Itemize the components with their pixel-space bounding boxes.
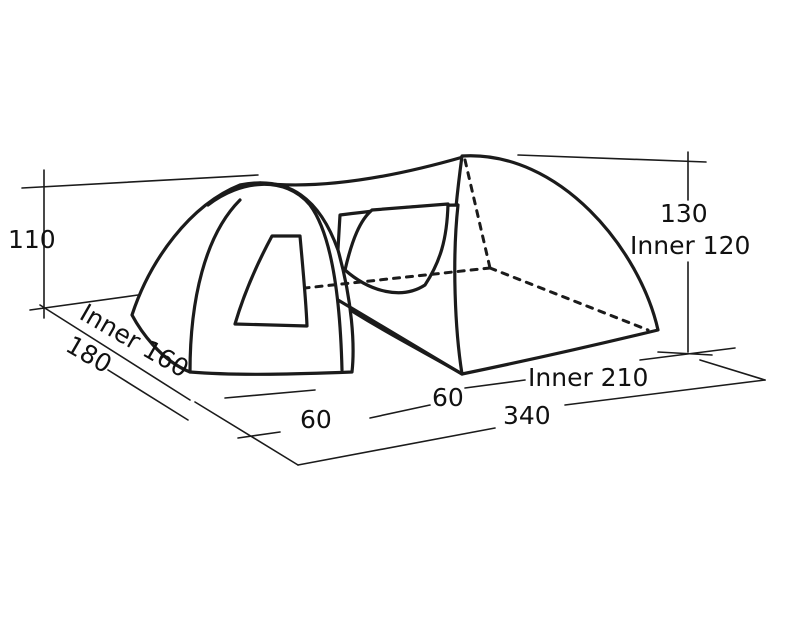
height-right-label: 130 [660,199,708,228]
height-right-top-ext [517,154,707,163]
inner-length-label: Inner 210 [528,363,648,392]
ridge-line [258,155,465,187]
height-left-bottom-ext [29,294,139,311]
inner-length-arrow-right [639,347,736,361]
front-window [233,234,309,328]
vestibule-seam [188,198,242,374]
height-left-label: 110 [8,225,56,254]
inner-right-dash [488,266,650,332]
length-right-ext [699,359,766,381]
height-right-bottom-ext [657,351,713,356]
vestibule-left-label: 60 [300,405,332,434]
inner-vertical-dash [463,158,492,270]
side-door-opening [343,202,450,295]
vestibule-left-arrow-b [237,431,281,439]
vestibule-pole [206,182,344,372]
total-length-label: 340 [503,401,551,430]
dimension-lines [21,151,766,466]
inner-back-dash [303,266,492,290]
main-dome-flysheet [449,154,660,376]
depth-arrow [39,304,191,401]
length-left-ext [194,401,299,466]
vestibule-right-arrow [369,404,431,419]
inner-length-arrow-left [464,379,526,389]
inner-tent-outline [303,158,650,332]
floor-edge [336,298,464,376]
height-right-inner-label: Inner 120 [630,231,750,260]
tent-outline [130,154,660,376]
vestibule-left-arrow-a [224,389,316,399]
total-length-arrow-left [297,427,496,466]
height-left-top-ext [21,174,259,189]
depth-outer-arrow [107,369,189,421]
total-length-arrow-right [564,379,766,406]
vestibule-right-label: 60 [432,383,464,412]
